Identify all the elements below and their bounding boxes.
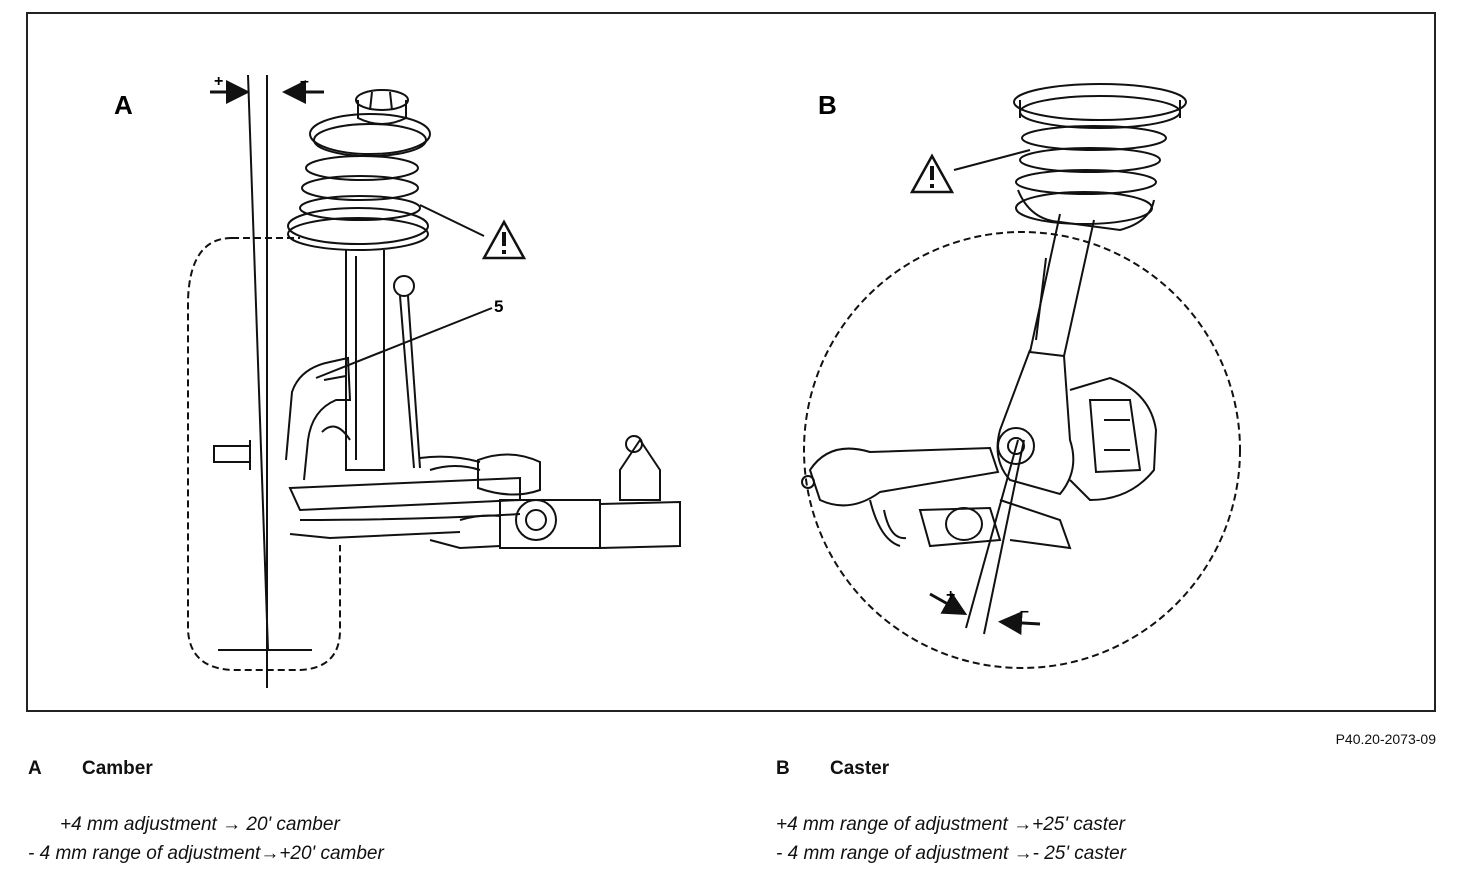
- panel-b-letter: B: [818, 90, 837, 120]
- caption-a-letter: A: [28, 758, 42, 779]
- panel-b-minus-label: –: [1020, 603, 1029, 620]
- figure-frame: [26, 12, 1436, 712]
- wheel-outline-circle: [803, 231, 1241, 669]
- caption-b-title: Caster: [830, 758, 890, 779]
- caption-a-title: Camber: [82, 758, 153, 779]
- panel-b-drawing: [801, 83, 1241, 669]
- camber-wheel-plane: [247, 74, 269, 651]
- warning-triangle-icon: [909, 153, 955, 194]
- caption-a-line-2: - 4 mm range of adjustment→+20' camber: [28, 843, 384, 864]
- panel-b-plus-label: +: [946, 587, 955, 604]
- caption-a-line-1: +4 mm adjustment → 20' camber: [60, 814, 340, 835]
- warning-triangle-icon: [481, 219, 527, 260]
- wheel-outline: [187, 237, 341, 671]
- callout-5: 5: [494, 297, 503, 316]
- figure-id: P40.20-2073-09: [1335, 731, 1436, 747]
- caption-b-letter: B: [776, 758, 790, 779]
- panel-a-drawing: [187, 74, 681, 688]
- caster-axis-line: [983, 439, 1025, 635]
- panel-a-letter: A: [114, 90, 133, 120]
- panel-a-minus-label: –: [300, 73, 309, 90]
- panel-a-plus-label: +: [214, 73, 223, 90]
- caption-b-line-1: +4 mm range of adjustment →+25' caster: [776, 814, 1125, 835]
- caption-b-line-2: - 4 mm range of adjustment →- 25' caster: [776, 843, 1126, 864]
- caster-axis-line-2: [965, 439, 1019, 629]
